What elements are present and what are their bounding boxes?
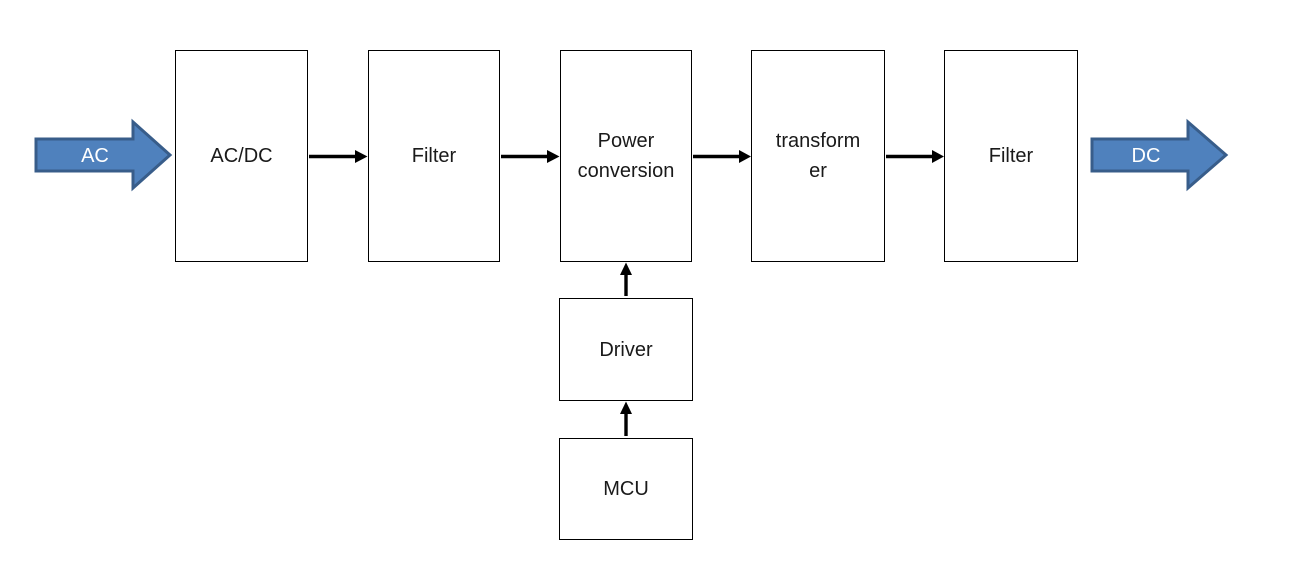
ac-block-arrow-shape — [34, 118, 173, 192]
block-transformer: transform er — [751, 50, 885, 262]
block-driver-label: Driver — [599, 338, 653, 361]
arrow-driver-to-power-conversion — [620, 262, 632, 296]
block-mcu-label: MCU — [603, 478, 649, 500]
dc-flow-label: DC — [1132, 145, 1161, 167]
arrow-power-conversion-to-transformer — [693, 150, 751, 163]
block-acdc-label: AC/DC — [210, 145, 273, 167]
arrow-filter1-to-power-conversion — [501, 150, 560, 163]
arrow-transformer-to-filter2 — [886, 150, 944, 163]
arrow-mcu-to-driver — [620, 401, 632, 436]
ac-flow-label: AC — [81, 145, 109, 167]
block-power-conversion: Power conversion — [560, 50, 692, 262]
arrow-acdc-to-filter1 — [309, 150, 368, 163]
block-filter1-label: Filter — [411, 145, 457, 167]
block-mcu: MCU — [559, 438, 693, 540]
dc-output-flow-arrow: DC — [1090, 118, 1229, 192]
block-acdc: AC/DC — [175, 50, 308, 262]
block-power-conversion-label: Power conversion — [577, 130, 675, 182]
ac-input-flow-arrow: AC — [34, 118, 173, 192]
block-driver: Driver — [559, 298, 693, 401]
block-filter2-label: Filter — [988, 145, 1034, 167]
block-transformer-label: transform er — [775, 130, 861, 182]
dc-block-arrow-shape — [1090, 118, 1229, 192]
block-filter1: Filter — [368, 50, 500, 262]
block-filter2: Filter — [944, 50, 1078, 262]
